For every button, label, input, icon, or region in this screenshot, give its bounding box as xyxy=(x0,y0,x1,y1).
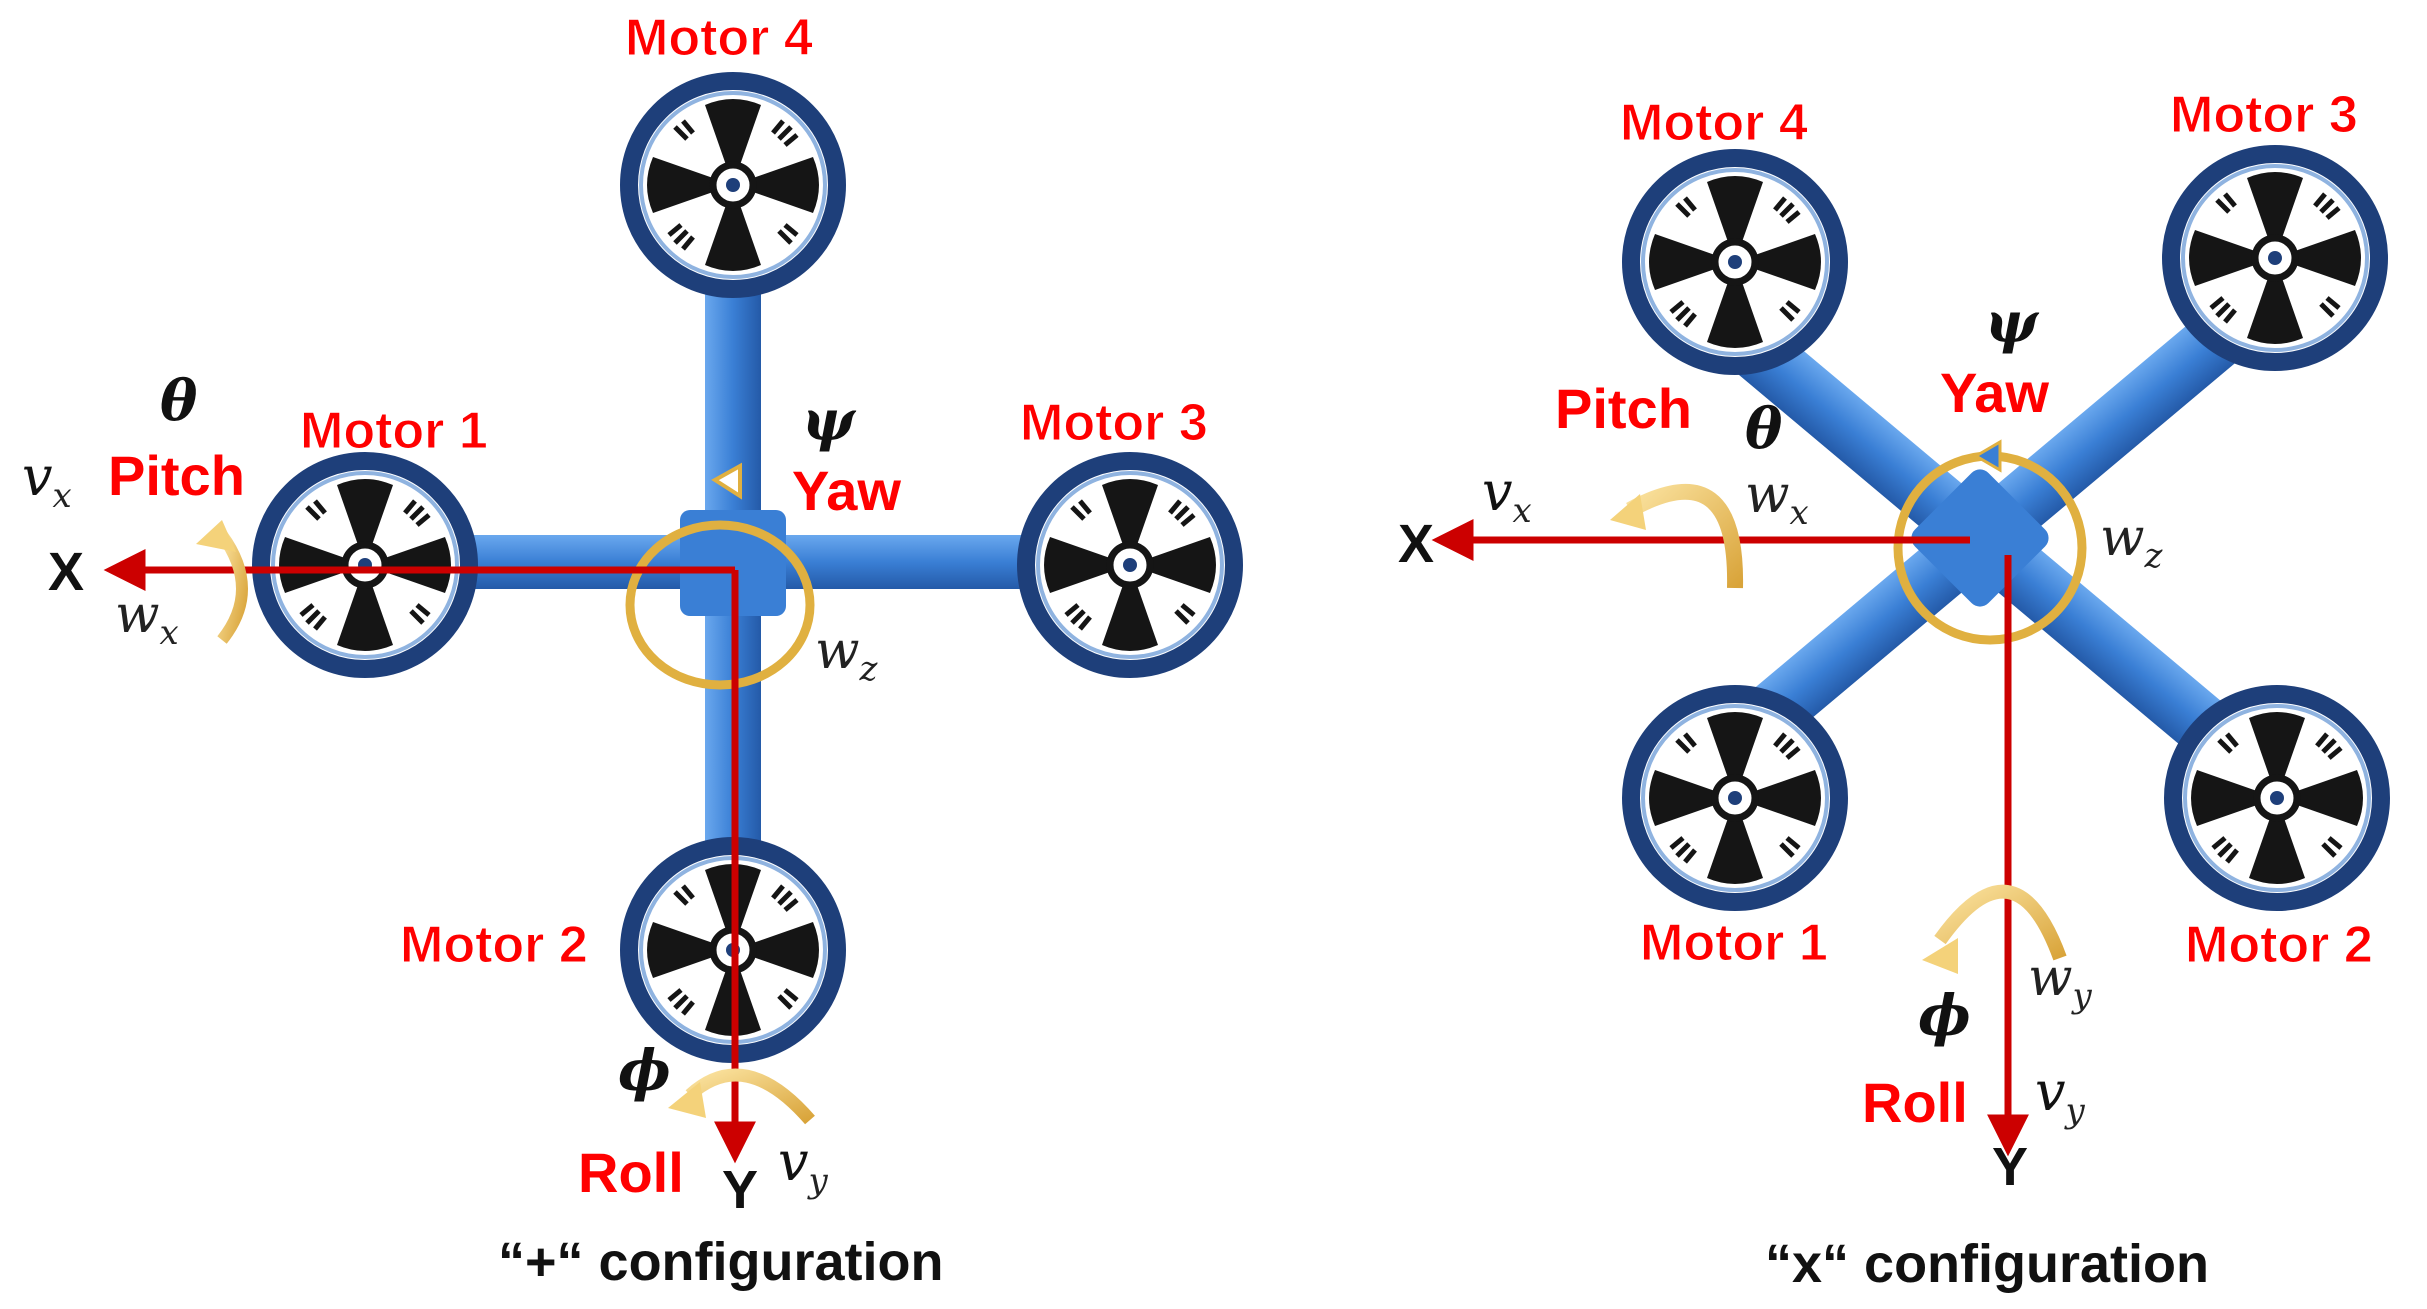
plus-motor-4-propeller xyxy=(629,81,837,289)
x-configuration-caption: “x“ configuration xyxy=(1765,1234,2209,1294)
plus-roll-rotation-arrow-head xyxy=(668,1082,706,1118)
plus-yaw-rate-arc xyxy=(625,520,815,690)
x-roll-velocity: vy xyxy=(2035,1060,2086,1131)
plus-yaw-symbol: ψ xyxy=(802,388,857,454)
plus-pitch-symbol: θ xyxy=(160,368,198,434)
plus-pitch-label: Pitch xyxy=(108,444,245,507)
x-roll-rate: wy xyxy=(2028,948,2093,1016)
plus-configuration-caption: “+“ configuration xyxy=(498,1232,944,1292)
x-frame xyxy=(1635,243,2325,833)
x-pitch-velocity: vx xyxy=(1482,460,1532,531)
x-motor-2-propeller xyxy=(2173,694,2381,902)
x-configuration: Motor 4 Motor 3 Motor 1 Motor 2 ψ Yaw wz… xyxy=(1398,86,2381,1294)
plus-yaw-arrow-head xyxy=(711,462,742,500)
plus-roll-velocity: vy xyxy=(778,1130,829,1201)
x-roll-symbol: ϕ xyxy=(1918,983,1971,1049)
x-motor-1-propeller xyxy=(1631,694,1839,902)
x-roll-rotation-arrow xyxy=(1934,884,2067,961)
plus-motor-3-label: Motor 3 xyxy=(1020,394,1208,452)
plus-x-axis-label: X xyxy=(48,542,84,602)
plus-motor-1-label: Motor 1 xyxy=(300,402,488,460)
x-yaw-symbol: ψ xyxy=(1985,290,2040,356)
plus-roll-symbol: ϕ xyxy=(618,1038,671,1104)
x-pitch-rate: wx xyxy=(1745,465,1809,533)
x-yaw-arrow-head xyxy=(1973,439,2002,473)
x-motor-1-label: Motor 1 xyxy=(1640,914,1828,972)
plus-motor-3-propeller xyxy=(1026,461,1234,669)
x-yaw-label: Yaw xyxy=(1940,361,2049,424)
plus-yaw-label: Yaw xyxy=(792,459,901,522)
x-pitch-label: Pitch xyxy=(1555,377,1692,440)
plus-roll-rotation-arrow xyxy=(685,1068,815,1125)
x-roll-rotation-arrow-head xyxy=(1922,938,1958,974)
plus-pitch-rotation-arrow-head xyxy=(196,520,236,552)
x-motor-4-propeller xyxy=(1631,158,1839,366)
plus-motor-1-propeller xyxy=(261,461,469,669)
plus-yaw-rate: wz xyxy=(815,621,879,689)
x-y-axis-label: Y xyxy=(1992,1137,2028,1197)
x-roll-label: Roll xyxy=(1862,1071,1968,1134)
x-x-axis-label: X xyxy=(1398,514,1434,574)
x-motor-4-label: Motor 4 xyxy=(1620,94,1808,152)
x-hub xyxy=(1911,469,2049,607)
plus-motor-2-label: Motor 2 xyxy=(400,916,588,974)
x-pitch-rotation-arrow-head xyxy=(1610,494,1646,530)
x-motor-3-propeller xyxy=(2171,154,2379,362)
plus-motor-4-label: Motor 4 xyxy=(625,9,813,67)
plus-y-axis-label: Y xyxy=(722,1160,758,1220)
plus-pitch-velocity: vx xyxy=(22,445,72,516)
x-motor-2-label: Motor 2 xyxy=(2185,916,2373,974)
plus-configuration: Motor 1 Motor 2 Motor 3 Motor 4 θ Pitch … xyxy=(22,9,1234,1292)
plus-roll-label: Roll xyxy=(578,1141,684,1204)
plus-pitch-rate: wx xyxy=(115,585,179,653)
x-pitch-rotation-arrow xyxy=(1626,484,1744,589)
x-pitch-symbol: θ xyxy=(1745,396,1783,462)
x-motor-3-label: Motor 3 xyxy=(2170,86,2358,144)
x-yaw-rate: wz xyxy=(2100,508,2164,576)
